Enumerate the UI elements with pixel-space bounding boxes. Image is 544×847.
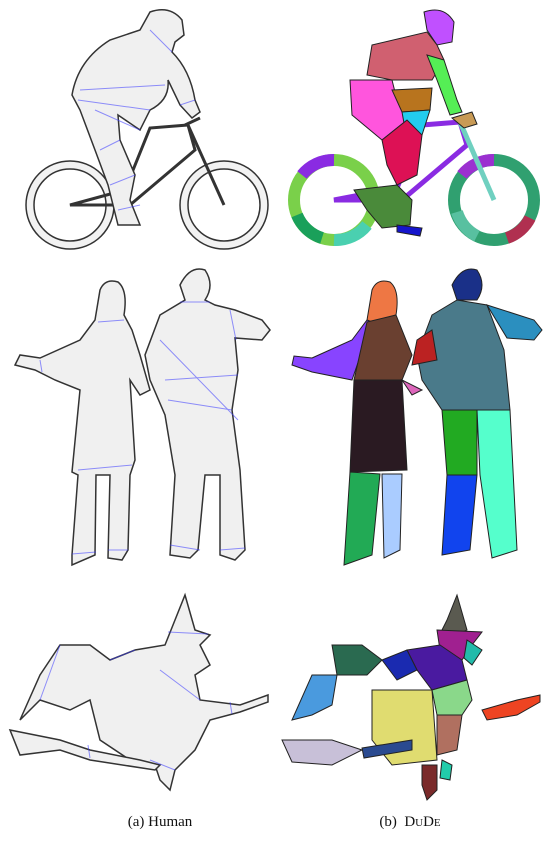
human-bicycle-panel — [0, 0, 272, 250]
dude-witch-panel — [272, 590, 544, 810]
caption-human: (a) Human — [80, 814, 240, 831]
dude-bicycle-parts — [294, 10, 534, 240]
human-bicycle-silhouette — [26, 10, 268, 249]
dude-witch-parts — [282, 595, 540, 800]
caption-dude-name: DuDe — [404, 814, 440, 830]
caption-dude: (b) DuDe — [330, 814, 490, 831]
caption-dude-prefix: (b) — [379, 814, 404, 830]
dude-bicycle-panel — [272, 0, 544, 250]
human-witch-silhouette — [10, 595, 268, 790]
human-witch-panel — [0, 590, 272, 810]
human-couple-silhouette — [15, 269, 270, 565]
dude-couple-panel — [272, 260, 544, 580]
dude-couple-parts — [292, 269, 542, 565]
human-couple-panel — [0, 260, 272, 580]
